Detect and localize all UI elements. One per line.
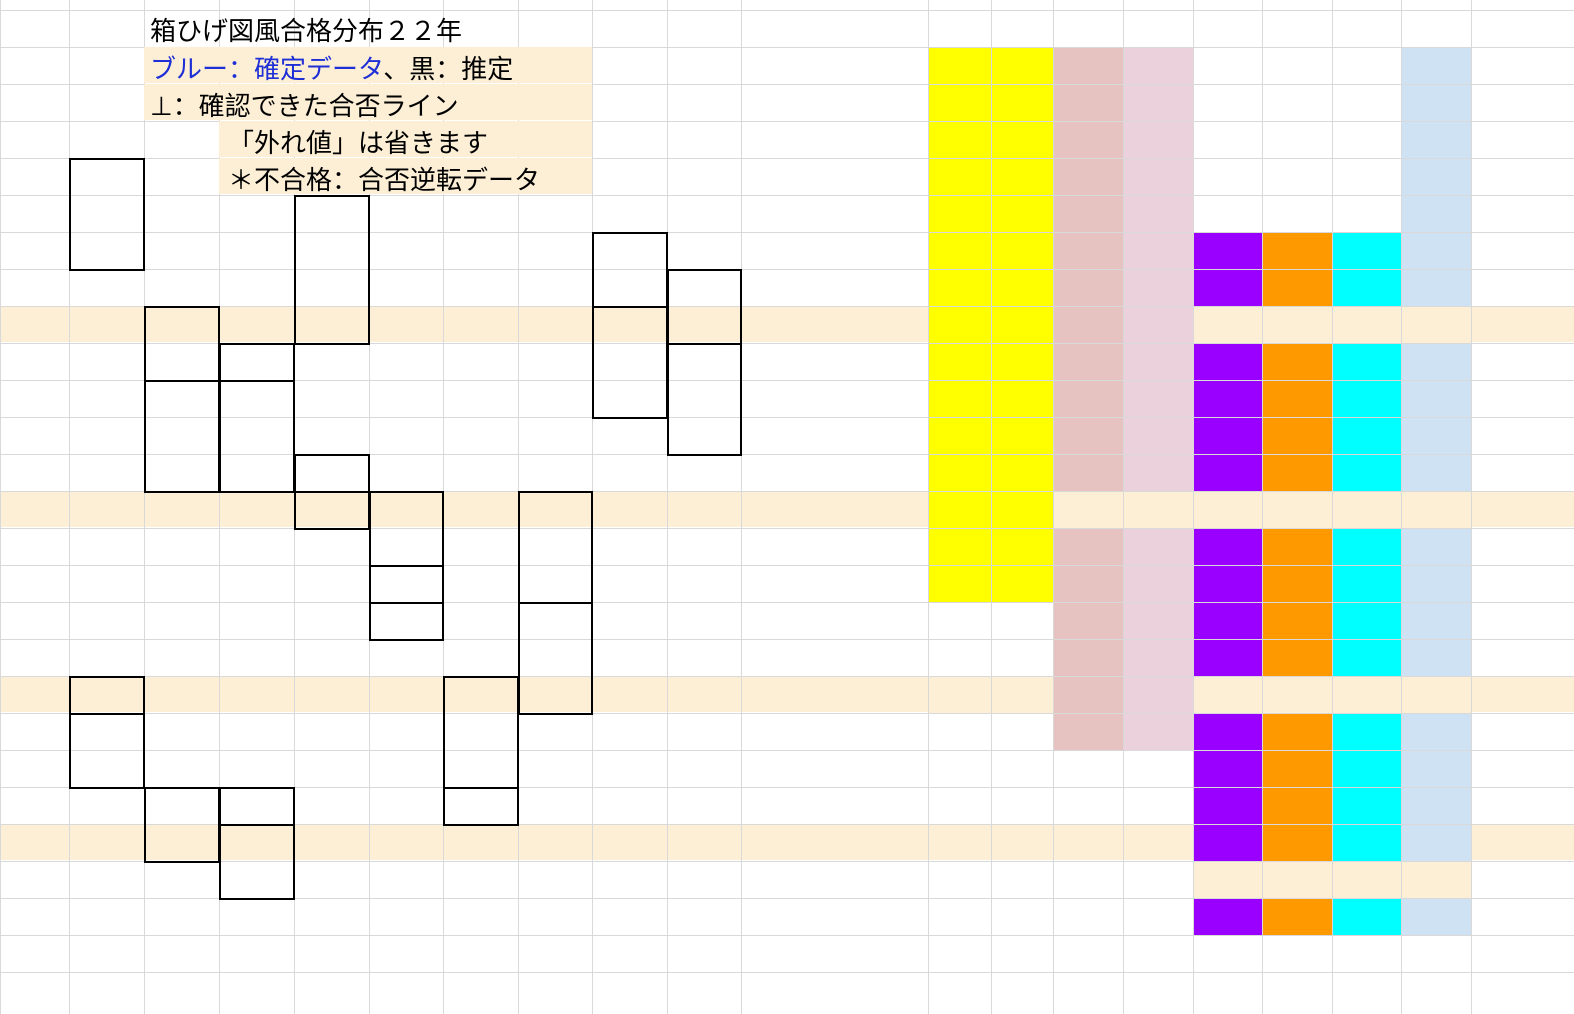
grid-col	[928, 0, 929, 1014]
grid-col	[0, 0, 1, 1014]
grid-row	[0, 528, 1574, 529]
box-shogyo-b	[144, 787, 220, 863]
box-nishi-a	[369, 491, 444, 604]
grid-col	[667, 0, 668, 1014]
grid-col	[991, 0, 992, 1014]
grid-row	[0, 84, 1574, 85]
box-teiin-b	[219, 824, 295, 900]
grid-row	[0, 47, 1574, 48]
box-meiho-b	[518, 602, 593, 715]
legend-bg-3	[219, 121, 592, 157]
grid-col	[219, 0, 220, 1014]
ryukoku-fill	[1193, 232, 1262, 935]
grid-row	[0, 898, 1574, 899]
box-kinkyu-b	[294, 491, 370, 530]
grid-col	[1123, 0, 1124, 1014]
kanazawa-250	[1053, 676, 1123, 713]
grid-row	[0, 565, 1574, 566]
kanazawa-350	[1053, 306, 1123, 343]
grid-col	[69, 0, 70, 1014]
grid-row	[0, 861, 1574, 862]
grid-row	[0, 713, 1574, 714]
grid-row	[0, 491, 1574, 492]
legend-line-1: ブルー：確定データ、黒：推定	[150, 55, 514, 85]
grid-row	[0, 676, 1574, 677]
grid-row	[0, 750, 1574, 751]
grid-row	[0, 417, 1574, 418]
grid-col	[1193, 0, 1194, 1014]
legend-line-4: ＊不合格：合否逆転データ	[228, 166, 541, 196]
grid-col	[1401, 0, 1402, 1014]
grid-col	[144, 0, 145, 1014]
grid-row	[0, 602, 1574, 603]
legend-bg-1	[144, 47, 592, 83]
hokuriku-250	[1123, 676, 1193, 713]
grid-col	[1332, 0, 1333, 1014]
grid-row	[0, 972, 1574, 973]
hokuriku-300	[1123, 491, 1193, 528]
grid-row	[0, 10, 1574, 11]
grid-col	[1053, 0, 1054, 1014]
grid-row	[0, 158, 1574, 159]
box-sakura-b	[219, 380, 295, 493]
legend-line-2: ⊥：確認できた合否ライン	[150, 92, 459, 122]
box-komatsu-b	[592, 306, 668, 419]
box-nanao-b	[667, 343, 742, 456]
seiryo-350	[928, 306, 1053, 343]
grid-col	[741, 0, 742, 1014]
box-izumigaoka	[69, 158, 145, 271]
box-nisui-a	[144, 306, 220, 382]
box-kinkyu-naibu	[294, 195, 370, 345]
yugaku-fill	[1332, 232, 1401, 935]
legend-bg-2	[144, 84, 592, 120]
grid-row	[0, 824, 1574, 825]
legend-line-3: 「外れ値」は省きます	[228, 129, 489, 159]
legend-bg-4	[219, 158, 592, 194]
grid-row	[0, 269, 1574, 270]
box-daishoji-b	[443, 676, 519, 789]
kanazawa-300	[1053, 491, 1123, 528]
kanazawa-fill	[1053, 47, 1123, 750]
box-nisui-b	[144, 380, 220, 493]
grid-row	[0, 935, 1574, 936]
hokuriku-350	[1123, 306, 1193, 343]
hokuriku-fill	[1123, 47, 1193, 750]
grid-row	[0, 787, 1574, 788]
grid-row	[0, 195, 1574, 196]
grid-row	[0, 343, 1574, 344]
box-meirin-b	[69, 713, 145, 789]
grid-row	[0, 380, 1574, 381]
grid-row	[0, 454, 1574, 455]
sheet-title: 箱ひげ図風合格分布２２年	[150, 17, 463, 47]
kanazawa-gakuin-fill	[1262, 232, 1332, 935]
box-nishi-b	[369, 565, 444, 641]
grid-row	[0, 232, 1574, 233]
grid-col	[1471, 0, 1472, 1014]
otani-200	[1401, 861, 1471, 898]
seiryo-300	[928, 491, 1053, 528]
seiryo-250	[928, 676, 1053, 713]
grid-col	[1262, 0, 1263, 1014]
box-sakura-a	[219, 343, 295, 382]
grid-row	[0, 306, 1574, 307]
grid-row	[0, 121, 1574, 122]
grid-row	[0, 639, 1574, 640]
otani-head-fill	[1401, 47, 1471, 84]
